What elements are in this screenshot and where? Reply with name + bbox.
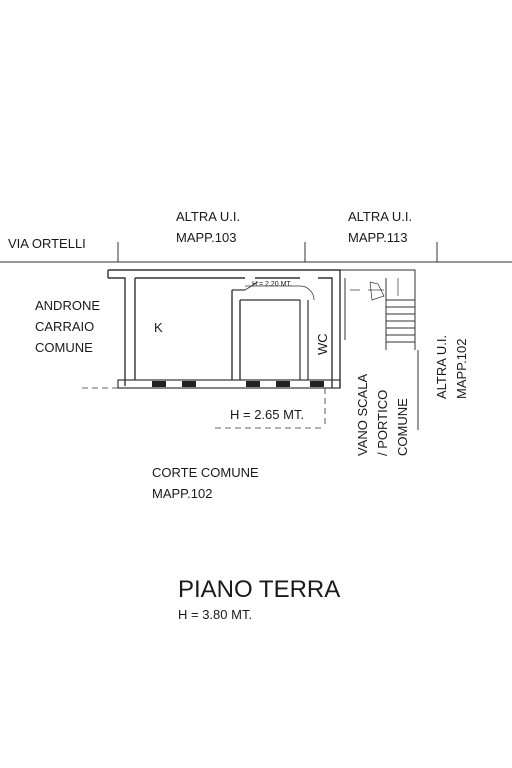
vano-scala-label-1: VANO SCALA — [355, 374, 370, 456]
androne-label-1: ANDRONE — [35, 298, 100, 313]
stair-area — [340, 269, 416, 350]
room-k-label: K — [154, 320, 163, 335]
floor-height-label: H = 3.80 MT. — [178, 607, 252, 622]
mapp-102-right-label: MAPP.102 — [454, 339, 469, 399]
outer-walls — [107, 269, 341, 388]
window-1 — [152, 381, 166, 387]
vano-scala-label-3: COMUNE — [395, 398, 410, 456]
altra-ui-right-label: ALTRA U.I. — [434, 335, 449, 399]
door-swing-2 — [299, 285, 315, 301]
window-3 — [246, 381, 260, 387]
androne-label-3: COMUNE — [35, 340, 93, 355]
bottom-wall — [117, 379, 341, 389]
wc-label: WC — [315, 333, 330, 355]
mapp-103-label: MAPP.103 — [176, 230, 236, 245]
mapp-113-label: MAPP.113 — [348, 230, 408, 245]
corte-comune-label: CORTE COMUNE — [152, 465, 259, 480]
ceiling-height-220-label: H = 2.20 MT. — [252, 281, 292, 288]
window-2 — [182, 381, 196, 387]
androne-label-2: CARRAIO — [35, 319, 94, 334]
door-swing-1 — [244, 281, 259, 291]
window-5 — [310, 381, 324, 387]
room-k-walls — [134, 278, 309, 380]
ceiling-height-265-label: H = 2.65 MT. — [230, 407, 304, 422]
dashed-boundaries — [82, 387, 326, 429]
via-ortelli-label: VIA ORTELLI — [8, 236, 86, 251]
floor-title: PIANO TERRA — [178, 576, 340, 603]
altra-ui-mid-label: ALTRA U.I. — [348, 209, 412, 224]
window-4 — [276, 381, 290, 387]
corte-mapp-102-label: MAPP.102 — [152, 486, 212, 501]
vano-scala-label-2: / PORTICO — [375, 390, 390, 456]
altra-ui-left-label: ALTRA U.I. — [176, 209, 240, 224]
